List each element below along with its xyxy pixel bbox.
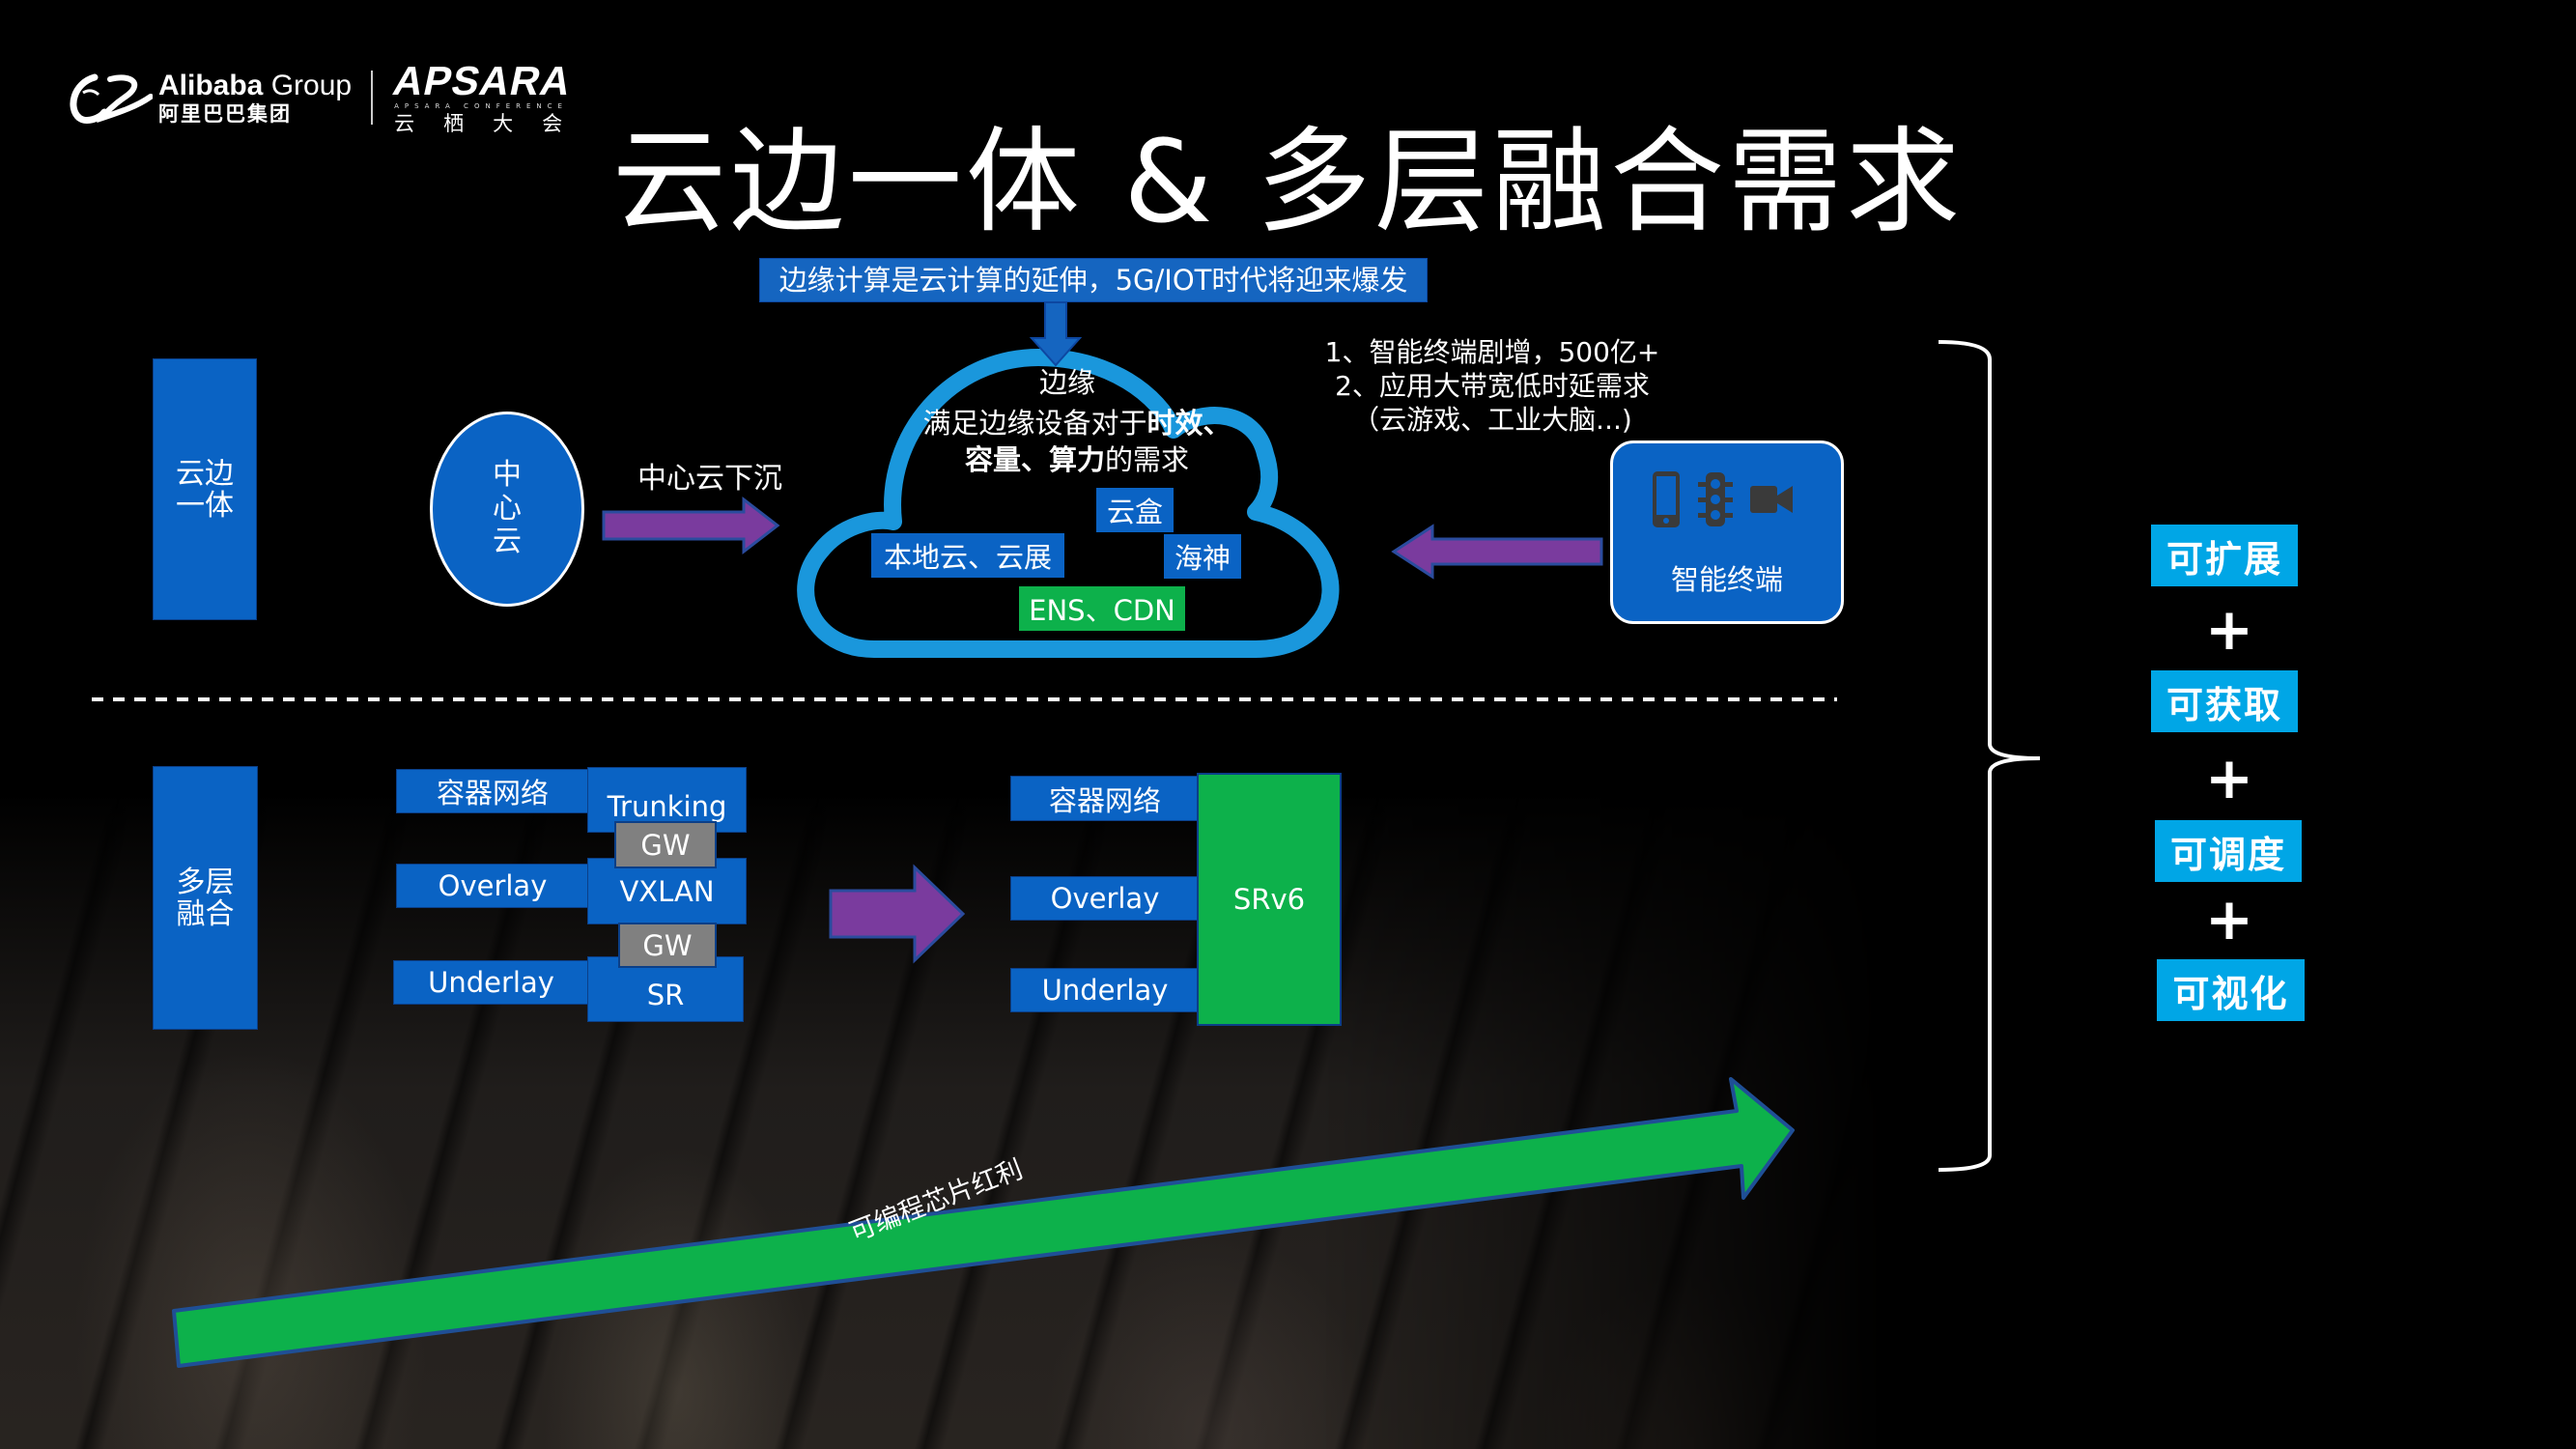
chip-arrow-icon xyxy=(172,1077,1795,1368)
section-label-multi-layer: 多层融合 xyxy=(153,766,258,1030)
evolve-arrow-icon xyxy=(829,864,966,964)
alibaba-cn-wordmark: 阿里巴巴集团 xyxy=(158,101,292,126)
tag-haishen: 海神 xyxy=(1164,534,1241,579)
traffic-light-icon xyxy=(1698,472,1733,526)
row-underlay-target: Underlay xyxy=(1010,968,1200,1012)
row-underlay: Underlay xyxy=(393,960,589,1005)
video-camera-icon xyxy=(1750,486,1793,513)
tag-local-cloud: 本地云、云展 xyxy=(871,533,1064,578)
alibaba-wordmark: Alibaba Group xyxy=(158,69,353,101)
row-overlay: Overlay xyxy=(396,864,589,908)
plus-sign: + xyxy=(2204,745,2254,812)
sink-label: 中心云下沉 xyxy=(637,462,782,496)
alibaba-logo-icon xyxy=(70,73,153,124)
srv6-unified: SRv6 xyxy=(1197,773,1342,1026)
phone-icon xyxy=(1653,471,1680,527)
center-cloud-label: 中心云 xyxy=(493,458,522,559)
page-title: 云边一体 & 多层融合需求 xyxy=(611,115,1965,248)
edge-cloud-outline xyxy=(797,349,1340,658)
capability-obtainable: 可获取 xyxy=(2151,670,2298,732)
smart-terminal-node: 智能终端 xyxy=(1610,440,1844,624)
needs-item: 2、应用大带宽低时延需求 xyxy=(1335,370,1650,402)
tag-ens-cdn: ENS、CDN xyxy=(1019,586,1185,631)
center-cloud-node: 中心云 xyxy=(430,412,584,607)
gateway-1: GW xyxy=(614,821,717,868)
down-arrow-icon xyxy=(1029,301,1083,367)
row-container-network-target: 容器网络 xyxy=(1010,776,1200,821)
edge-description: 满足边缘设备对于时效、 容量、算力的需求 xyxy=(922,407,1231,476)
terminal-needs-list: 1、智能终端剧增，500亿+ 2、应用大带宽低时延需求 （云游戏、工业大脑...… xyxy=(1304,335,1681,437)
terminal-arrow-icon xyxy=(1391,524,1603,580)
sink-arrow-icon xyxy=(602,496,780,555)
row-overlay-target: Overlay xyxy=(1010,876,1200,921)
section-label-text: 多层融合 xyxy=(176,865,235,931)
smart-terminal-label: 智能终端 xyxy=(1670,563,1783,596)
apsara-cn-wordmark: 云栖大会 xyxy=(394,112,592,135)
section-label-cloud-edge: 云边一体 xyxy=(153,358,257,620)
right-brace xyxy=(1938,340,2041,1172)
needs-item: （云游戏、工业大脑...) xyxy=(1352,404,1632,436)
section-label-text: 云边一体 xyxy=(176,456,234,523)
header-logos: Alibaba Group 阿里巴巴集团 APSARA APSARA CONFE… xyxy=(66,58,592,135)
apsara-subtitle: APSARA CONFERENCE xyxy=(394,102,568,110)
needs-item: 1、智能终端剧增，500亿+ xyxy=(1324,336,1660,368)
capability-visualizable: 可视化 xyxy=(2157,959,2305,1021)
row-container-network: 容器网络 xyxy=(396,769,589,813)
edge-title: 边缘 xyxy=(1038,366,1095,399)
plus-sign: + xyxy=(2204,596,2254,664)
edge-computing-banner: 边缘计算是云计算的延伸，5G/IOT时代将迎来爆发 xyxy=(759,258,1428,302)
gateway-2: GW xyxy=(618,923,717,968)
plus-sign: + xyxy=(2204,886,2254,953)
capability-scalable: 可扩展 xyxy=(2151,525,2298,586)
logo-divider xyxy=(371,71,374,125)
capability-schedulable: 可调度 xyxy=(2155,820,2302,882)
tag-yunhe: 云盒 xyxy=(1096,488,1174,532)
stack-vxlan: VXLAN xyxy=(587,858,747,924)
